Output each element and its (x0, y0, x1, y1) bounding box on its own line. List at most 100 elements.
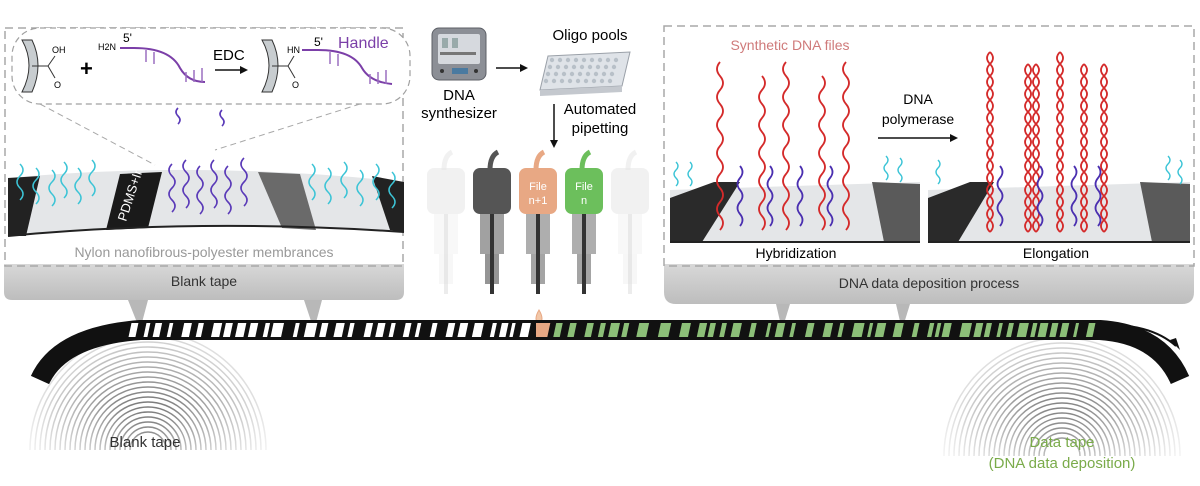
tape-mark (429, 323, 438, 337)
tape-mark (498, 323, 509, 337)
tape-mark (837, 323, 845, 337)
tape-mark (270, 323, 285, 337)
tape-mark (597, 323, 606, 337)
membrane-surface-icon-2 (261, 39, 279, 93)
tape-mark (1030, 323, 1038, 337)
tape-mark (608, 323, 621, 337)
tape-mark (567, 323, 577, 337)
synthesizer-label-2: synthesizer (421, 105, 497, 122)
tape-mark (911, 323, 920, 337)
cyan-oligo (935, 159, 941, 185)
tape-mark (1073, 323, 1080, 337)
data-tape-sublabel: (DNA data deposition) (989, 455, 1136, 472)
right-panel-border (663, 25, 1195, 267)
tape-mark (621, 323, 630, 337)
polymerase-label-2: polymerase (882, 111, 955, 127)
tape-mark (748, 323, 757, 337)
tip-sublabel: n+1 (529, 195, 548, 207)
well-plate-icon (539, 51, 631, 96)
handle-strand (766, 165, 774, 227)
synthetic-dna-strand (842, 61, 850, 231)
tape-mark (375, 323, 386, 337)
handle-dna-strand-icon (302, 49, 393, 85)
membrane-surface-icon (21, 39, 39, 93)
tape-mark (789, 323, 796, 337)
hn-label: HN (287, 45, 300, 55)
handle-label: Handle (338, 35, 389, 52)
synthesizer-label-1: DNA (443, 87, 475, 104)
handle-strand (996, 165, 1004, 227)
arrow-down-icon (550, 140, 558, 148)
membrane-label: Nylon nanofibrous-polyester membrances (74, 244, 333, 260)
handle-strand (796, 165, 804, 227)
data-tape-label: Data tape (1029, 434, 1094, 451)
oh-label: OH (52, 45, 66, 55)
edc-label: EDC (213, 47, 245, 64)
tape-mark (509, 323, 516, 337)
tape-mark (874, 323, 887, 337)
tape-mark (1016, 323, 1029, 337)
synthetic-dna-strand (758, 75, 766, 231)
tape-mark (347, 323, 355, 337)
handle-strand (736, 165, 744, 227)
pointer-right-1 (776, 304, 790, 330)
tape-strip (30, 320, 1190, 385)
tape-mark (822, 323, 834, 337)
pointer-left-2 (304, 300, 322, 330)
tape-mark (584, 323, 594, 337)
tape-mark (262, 323, 271, 337)
tape: Blank tape Data tape (DNA data depositio… (0, 320, 1200, 486)
pointer-left-1 (128, 300, 148, 330)
tape-mark (941, 323, 952, 337)
tip-label: File (575, 181, 593, 193)
elongation-label: Elongation (1023, 245, 1089, 261)
handle-strand (1070, 165, 1078, 227)
dna-strands (673, 51, 1183, 233)
tape-mark (1006, 323, 1014, 337)
tape-mark (696, 323, 708, 337)
tape-mark (804, 323, 815, 337)
double-dna-strand (986, 51, 994, 233)
elongation-surface (928, 182, 1190, 243)
o-label: O (54, 80, 61, 90)
tape-mark (292, 323, 300, 337)
pipette-tip-faded (427, 149, 465, 294)
tape-mark (1085, 323, 1096, 337)
pipette-tip-faded (611, 149, 649, 294)
arrow-right-icon (240, 66, 248, 74)
rotation-arrow-icon (1127, 325, 1177, 347)
double-dna-strand (1100, 63, 1108, 233)
tape-mark (247, 323, 259, 337)
tape-mark (181, 323, 192, 337)
five-prime-label-2: 5' (314, 35, 323, 49)
tape-mark (195, 323, 204, 337)
synthetic-dna-strand (782, 61, 790, 231)
tape-mark (636, 323, 650, 337)
tape-mark (1037, 323, 1049, 337)
tape-mark (926, 323, 935, 337)
double-dna-strand (1080, 63, 1088, 233)
tape-mark (719, 323, 727, 337)
tape-mark (892, 323, 904, 337)
tape-mark (222, 323, 233, 337)
double-dna-strand (1024, 63, 1032, 233)
tape-mark (973, 323, 984, 337)
cyan-oligo (687, 161, 693, 187)
tape-mark (152, 323, 163, 337)
tape-mark (1049, 323, 1059, 337)
tape-mark (959, 323, 973, 337)
tape-mark (657, 323, 672, 337)
tape-mark (867, 323, 874, 337)
arrow-right-icon-3 (950, 134, 958, 142)
blank-tape-panel: OH O + H2N 5' EDC HN O 5' Handle PDMS+In… (4, 27, 411, 330)
plus-sign: + (80, 56, 93, 81)
tape-mark (333, 323, 345, 337)
tape-mark (303, 323, 318, 337)
handle-strand (1036, 165, 1044, 227)
arrow-right-icon-2 (520, 64, 528, 72)
hybridization-surface (670, 182, 920, 243)
pipette-tip-grey (473, 149, 511, 294)
handle-strand (826, 165, 834, 227)
